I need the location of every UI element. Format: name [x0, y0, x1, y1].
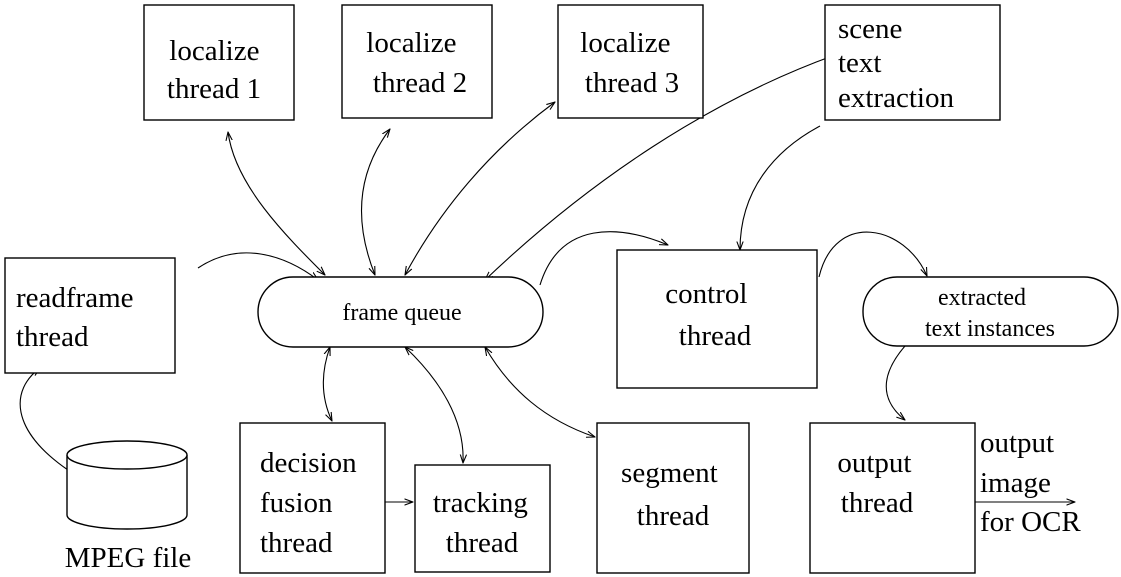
svg-text:MPEG file: MPEG file [65, 542, 191, 574]
node-localize-thread-3: localize thread 3 [557, 4, 704, 119]
svg-text:segment thread: segment thread [621, 457, 725, 532]
edge-frame-queue-tracking [405, 347, 463, 463]
edge-localize3-frame-queue [405, 102, 555, 275]
edge-extracted-output [885, 345, 905, 420]
svg-text:localize thread 3: localize thread 3 [580, 27, 679, 99]
edge-readframe-frame-queue [197, 252, 318, 280]
svg-text:output thread: output thread [837, 447, 918, 519]
edge-mpeg-readframe [19, 368, 69, 471]
label-output-image-for-ocr: output image for OCR [980, 427, 1081, 538]
node-output-thread: output thread [809, 422, 976, 574]
edge-control-extracted [818, 231, 927, 277]
node-tracking-thread: tracking thread [414, 464, 551, 573]
edge-localize2-frame-queue [361, 129, 390, 275]
node-segment-thread: segment thread [596, 422, 750, 574]
svg-text:extracted text instances: extracted text instances [925, 285, 1055, 342]
node-scene-text-extraction: scene text extraction [824, 4, 1001, 121]
edge-localize1-frame-queue [228, 132, 325, 275]
node-frame-queue: frame queue [257, 276, 544, 348]
node-control-thread: control thread [616, 249, 818, 389]
svg-text:decision fusion th: decision fusion thread [260, 447, 364, 559]
svg-text:localize thread 2: localize thread 2 [366, 27, 467, 99]
edge-frame-queue-segment [485, 347, 595, 437]
svg-text:localize thread 1: localize thread 1 [167, 35, 267, 105]
edge-scene-text-frame-queue [485, 55, 835, 280]
svg-text:control thread: control thread [665, 278, 754, 352]
edge-frame-queue-decision-fusion [322, 347, 332, 421]
svg-text:output image for O: output image for OCR [980, 427, 1081, 538]
node-extracted-text-instances: extracted text instances [862, 276, 1119, 347]
svg-text:frame queue: frame queue [342, 300, 461, 326]
svg-text:scene text extract: scene text extraction [838, 13, 954, 114]
edge-scene-text-control [740, 125, 821, 250]
node-decision-fusion-thread: decision fusion thread [239, 422, 386, 574]
node-localize-thread-2: localize thread 2 [341, 4, 493, 119]
node-readframe-thread: readframe thread [4, 257, 176, 374]
node-mpeg-file: MPEG file [65, 440, 191, 574]
edges [19, 55, 1075, 502]
edge-frame-queue-control [539, 231, 668, 286]
node-localize-thread-1: localize thread 1 [143, 4, 295, 121]
svg-text:tracking thread: tracking thread [433, 487, 535, 559]
svg-text:readframe thread: readframe thread [16, 282, 141, 353]
